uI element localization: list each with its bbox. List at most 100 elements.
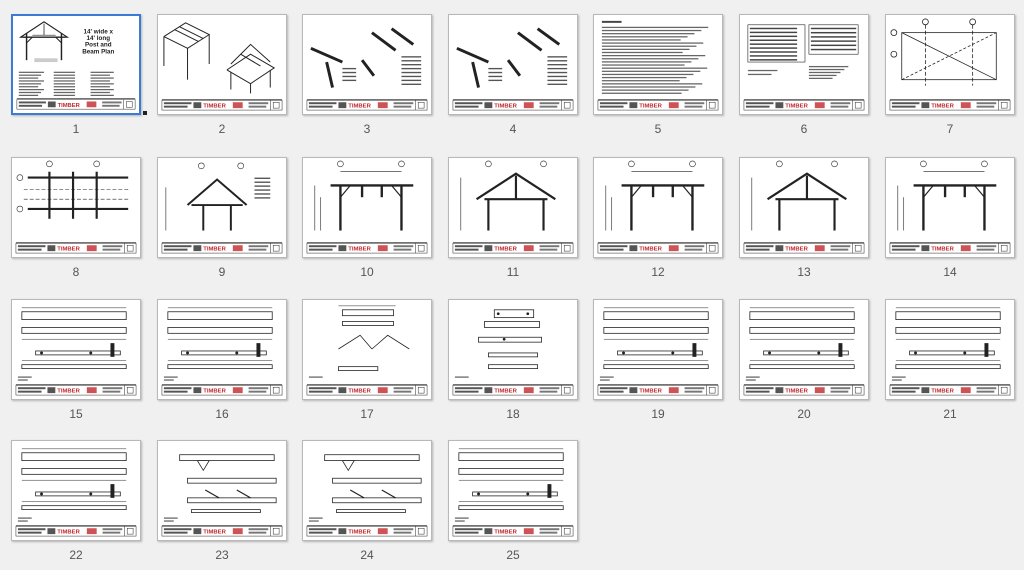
svg-text:TIMBER: TIMBER	[203, 530, 226, 536]
page-number-label: 11	[506, 265, 520, 279]
page-thumbnail[interactable]: TIMBER	[448, 14, 578, 115]
svg-text:TIMBER: TIMBER	[348, 104, 371, 110]
page-number-label: 12	[651, 265, 665, 279]
svg-text:TIMBER: TIMBER	[931, 247, 954, 253]
page-thumbnail[interactable]: TIMBER	[157, 440, 287, 541]
page-thumbnail[interactable]: TIMBER	[157, 14, 287, 115]
page-thumbnail[interactable]: TIMBER	[448, 299, 578, 400]
page-thumbnail[interactable]: TIMBER	[885, 14, 1015, 115]
svg-text:TIMBER: TIMBER	[203, 104, 226, 110]
svg-text:TIMBER: TIMBER	[203, 247, 226, 253]
page-number-label: 3	[363, 122, 371, 136]
page-number-label: 17	[360, 407, 374, 421]
page-drawing: TIMBER	[161, 307, 283, 396]
page-number-label: 16	[215, 407, 229, 421]
page-thumbnail[interactable]: TIMBER	[11, 299, 141, 400]
page-drawing: TIMBER	[15, 307, 137, 396]
svg-text:TIMBER: TIMBER	[785, 104, 808, 110]
svg-text:14' long: 14' long	[87, 35, 111, 42]
page-number-label: 9	[218, 265, 226, 279]
svg-text:TIMBER: TIMBER	[931, 389, 954, 395]
svg-text:14' wide x: 14' wide x	[84, 28, 114, 35]
page-drawing: TIMBER	[452, 160, 574, 254]
page-thumbnail[interactable]: TIMBER	[739, 157, 869, 258]
page-number-label: 13	[797, 265, 811, 279]
svg-text:TIMBER: TIMBER	[639, 389, 662, 395]
page-number-label: 2	[218, 122, 226, 136]
svg-text:TIMBER: TIMBER	[785, 389, 808, 395]
svg-text:TIMBER: TIMBER	[494, 104, 517, 110]
page-thumbnail[interactable]: TIMBER	[157, 157, 287, 258]
page-thumbnail[interactable]: TIMBER	[885, 157, 1015, 258]
page-number-label: 1	[72, 122, 80, 136]
page-thumbnail[interactable]: TIMBER	[11, 440, 141, 541]
page-number-label: 10	[360, 265, 374, 279]
page-thumbnail[interactable]: TIMBER	[302, 299, 432, 400]
page-drawing: TIMBER	[306, 305, 428, 396]
page-number-label: 19	[651, 407, 665, 421]
page-number-label: 20	[797, 407, 811, 421]
page-drawing: TIMBER	[15, 160, 137, 254]
page-number-label: 25	[506, 548, 520, 562]
svg-text:TIMBER: TIMBER	[348, 389, 371, 395]
page-drawing: TIMBER	[306, 454, 428, 537]
page-drawing: TIMBER	[452, 309, 574, 396]
page-number-label: 21	[943, 407, 957, 421]
page-drawing: TIMBER	[743, 24, 865, 111]
page-drawing: TIMBER	[889, 307, 1011, 396]
svg-text:TIMBER: TIMBER	[785, 247, 808, 253]
svg-text:TIMBER: TIMBER	[931, 104, 954, 110]
page-number-label: 15	[69, 407, 83, 421]
page-number-label: 6	[800, 122, 808, 136]
svg-text:TIMBER: TIMBER	[203, 389, 226, 395]
page-number-label: 22	[69, 548, 83, 562]
page-number-label: 24	[360, 548, 374, 562]
page-thumbnail[interactable]: TIMBER	[302, 157, 432, 258]
page-drawing: TIMBER	[161, 454, 283, 537]
svg-text:Post and: Post and	[85, 42, 112, 49]
page-number-label: 23	[215, 548, 229, 562]
svg-text:TIMBER: TIMBER	[639, 104, 662, 110]
svg-text:TIMBER: TIMBER	[57, 530, 80, 536]
page-drawing: TIMBER	[306, 160, 428, 254]
page-drawing: TIMBER	[306, 27, 428, 111]
page-number-label: 8	[72, 265, 80, 279]
page-thumbnail[interactable]: TIMBER	[593, 14, 723, 115]
svg-text:Beam Plan: Beam Plan	[82, 48, 114, 55]
page-drawing: TIMBER	[889, 18, 1011, 111]
page-number-label: 5	[654, 122, 662, 136]
page-thumbnail[interactable]: TIMBER	[302, 14, 432, 115]
svg-text:TIMBER: TIMBER	[348, 530, 371, 536]
page-drawing: TIMBER	[597, 20, 719, 111]
svg-text:TIMBER: TIMBER	[494, 530, 517, 536]
svg-text:TIMBER: TIMBER	[348, 247, 371, 253]
page-drawing: TIMBER	[452, 448, 574, 537]
page-thumbnail[interactable]: TIMBER	[448, 157, 578, 258]
page-thumbnail[interactable]: TIMBER	[593, 299, 723, 400]
page-thumbnail[interactable]: TIMBER	[885, 299, 1015, 400]
page-drawing: TIMBER	[161, 162, 283, 254]
page-number-label: 18	[506, 407, 520, 421]
page-thumbnail[interactable]: TIMBER	[11, 157, 141, 258]
page-drawing: TIMBER	[743, 160, 865, 254]
page-thumbnail[interactable]: TIMBER	[448, 440, 578, 541]
svg-text:TIMBER: TIMBER	[57, 247, 80, 253]
page-drawing: TIMBER	[597, 307, 719, 396]
page-number-label: 4	[509, 122, 517, 136]
page-drawing: TIMBER	[452, 27, 574, 111]
page-thumbnail[interactable]: TIMBER	[739, 299, 869, 400]
svg-text:TIMBER: TIMBER	[57, 389, 80, 395]
svg-text:TIMBER: TIMBER	[494, 247, 517, 253]
page-drawing: TIMBER	[597, 160, 719, 254]
page-thumbnail[interactable]: TIMBER	[739, 14, 869, 115]
page-thumbnail[interactable]: TIMBER	[157, 299, 287, 400]
page-drawing: TIMBER	[161, 22, 283, 111]
page-thumbnail[interactable]: TIMBER	[593, 157, 723, 258]
page-number-label: 14	[943, 265, 957, 279]
svg-text:TIMBER: TIMBER	[58, 103, 81, 109]
page-thumbnail[interactable]: TIMBER	[302, 440, 432, 541]
svg-text:TIMBER: TIMBER	[639, 247, 662, 253]
selection-marker	[143, 111, 147, 115]
